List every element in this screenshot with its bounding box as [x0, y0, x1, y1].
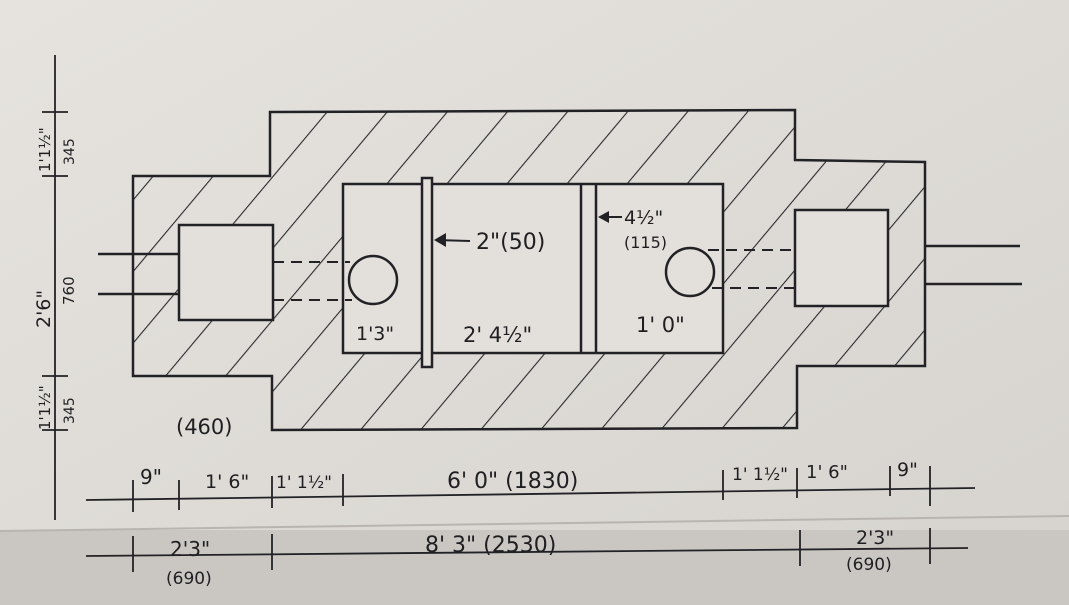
- arrow-4half-head: [598, 211, 609, 223]
- left-dim-mid-imperial: 2'6": [33, 290, 55, 328]
- label-thickness-460: (460): [176, 415, 232, 439]
- room-dim-left: 1'3": [356, 323, 394, 345]
- dim-row-1-1-1half-left: 1' 1½": [276, 473, 332, 493]
- left-dim-bot-mm: 345: [62, 397, 78, 424]
- left-dim-bot-imperial: 1'1½": [36, 385, 54, 430]
- square-block-left: [177, 223, 275, 322]
- dim-row-2-left-mm: (690): [166, 569, 212, 589]
- square-block-right: [793, 208, 890, 308]
- dim-row-2-right-mm: (690): [846, 555, 892, 575]
- room-dim-middle: 2' 4½": [463, 323, 532, 347]
- paper-fold-line: [0, 515, 1069, 532]
- dim-row-1-9-left: 9": [140, 465, 162, 489]
- dim-row-1-1-6-right: 1' 6": [806, 462, 848, 483]
- left-dim-top-mm: 345: [62, 138, 78, 165]
- left-dim-top-imperial: 1'1½": [36, 127, 54, 172]
- paper-lower-strip: [0, 530, 1069, 605]
- label-wall-4half-a: 4½": [624, 207, 663, 229]
- dim-row-1-center: 6' 0" (1830): [447, 469, 578, 494]
- dim-row-2-left-imperial: 2'3": [170, 537, 210, 561]
- wall-2in: [420, 176, 434, 369]
- dim-row-1-9-right: 9": [897, 459, 918, 481]
- port-circle-left: [347, 254, 399, 306]
- room-dim-right: 1' 0": [636, 313, 685, 337]
- label-wall-4half-b: (115): [624, 233, 667, 252]
- dim-row-1-1-1half-right: 1' 1½": [732, 465, 788, 485]
- arrow-2in-head: [434, 233, 446, 247]
- dim-row-1-1-6-left: 1' 6": [205, 471, 249, 493]
- inner-chamber: [341, 182, 725, 355]
- dim-row-2-center: 8' 3" (2530): [425, 533, 556, 558]
- dim-row-1-line: [85, 487, 976, 501]
- left-dim-mid-mm: 760: [60, 276, 78, 305]
- dim-row-2-right-imperial: 2'3": [856, 527, 894, 549]
- dim-row-2-line: [85, 547, 969, 557]
- port-circle-right: [664, 246, 716, 298]
- label-wall-2in: 2"(50): [476, 230, 545, 255]
